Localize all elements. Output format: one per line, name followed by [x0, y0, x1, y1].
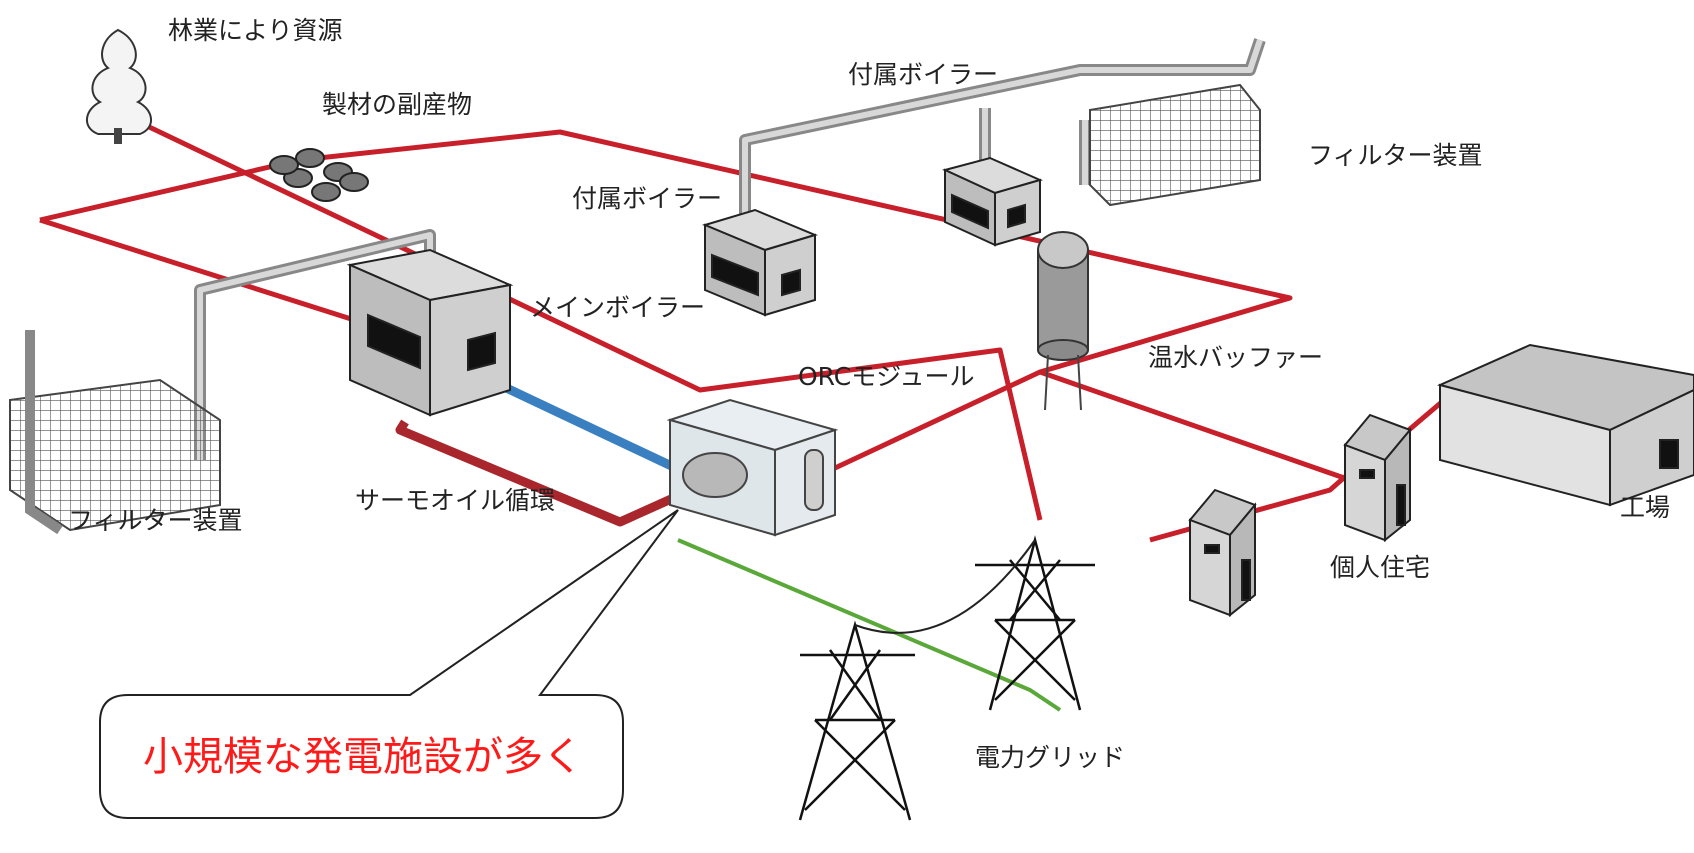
callout-bubble: [99, 509, 679, 819]
label-factory: 工場: [1620, 493, 1671, 522]
label-hot-water-buffer: 温水バッファー: [1148, 343, 1324, 372]
logs-icon: [269, 148, 369, 202]
pylon-icon-left: [798, 620, 915, 821]
label-grid: 電力グリッド: [975, 743, 1126, 772]
callout-text: 小規模な発電施設が多く: [143, 734, 583, 780]
label-sawmill: 製材の副産物: [322, 90, 473, 119]
house-icon-left: [1188, 488, 1257, 618]
label-aux-boiler-top: 付属ボイラー: [848, 60, 999, 89]
label-forest: 林業により資源: [168, 16, 343, 45]
hot-water-tank-icon: [1037, 231, 1089, 411]
power-cable: [854, 539, 1036, 634]
filter-unit-right: [1089, 83, 1261, 207]
thermo-oil-circuit: [395, 380, 682, 527]
filter-unit-left: [9, 330, 221, 535]
label-orc-module: ORCモジュール: [798, 362, 975, 391]
pylon-icon-right: [975, 535, 1095, 711]
label-filter-left: フィルター装置: [68, 506, 243, 535]
aux-boiler-mid-icon: [702, 208, 818, 317]
tree-icon: [86, 28, 152, 144]
label-aux-boiler-mid: 付属ボイラー: [572, 184, 723, 213]
aux-boiler-top-icon: [942, 156, 1043, 247]
label-main-boiler: メインボイラー: [530, 293, 706, 322]
label-filter-right: フィルター装置: [1308, 141, 1483, 170]
house-icon-right: [1343, 413, 1412, 543]
label-houses: 個人住宅: [1330, 553, 1431, 582]
power-line: [677, 538, 1062, 712]
main-boiler-icon: [346, 248, 514, 417]
label-thermo-oil: サーモオイル循環: [355, 486, 556, 515]
factory-icon: [1436, 343, 1694, 507]
orc-module-icon: [666, 398, 839, 537]
